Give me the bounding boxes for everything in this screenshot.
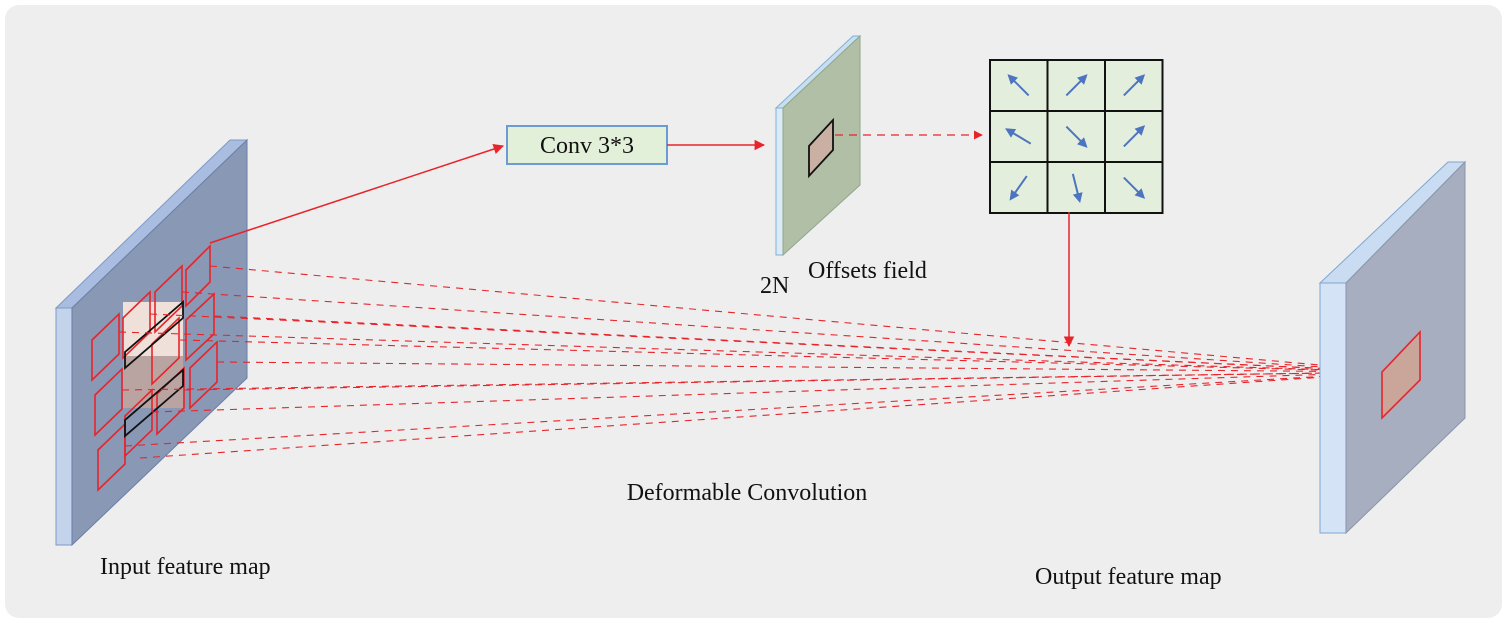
offset-arrow-down-right (1123, 176, 1146, 199)
projection-lines (118, 265, 1399, 459)
output-feature-map-label: Output feature map (1035, 564, 1222, 590)
conv-label: Conv 3*3 (540, 133, 634, 159)
offset-arrow-down-left (1009, 175, 1028, 201)
offset-grid (989, 59, 1164, 214)
two-n-label: 2N (760, 273, 789, 299)
offset-arrow-down (1071, 173, 1083, 204)
deformable-convolution-label: Deformable Convolution (627, 480, 868, 506)
input-to-conv-arrow (209, 143, 504, 244)
center-kernel-cells (124, 300, 184, 438)
offset-arrow-up-right (1123, 125, 1146, 148)
offsets-field-label: Offsets field (808, 258, 927, 284)
offset-arrow-left (1005, 128, 1032, 145)
input-feature-map-label: Input feature map (100, 554, 271, 580)
output-patch (1381, 329, 1421, 420)
offset-patch (808, 117, 834, 179)
output-feature-map (1318, 160, 1467, 535)
sampling-highlight (123, 302, 183, 408)
offset-map (774, 34, 862, 257)
offset-arrow-up-right (1065, 74, 1088, 97)
deformed-sampling-cells (91, 244, 218, 492)
offset-arrow-up-right (1123, 74, 1146, 97)
offset-arrow-up-left (1007, 74, 1030, 97)
offset-arrow-down-right (1065, 125, 1088, 148)
